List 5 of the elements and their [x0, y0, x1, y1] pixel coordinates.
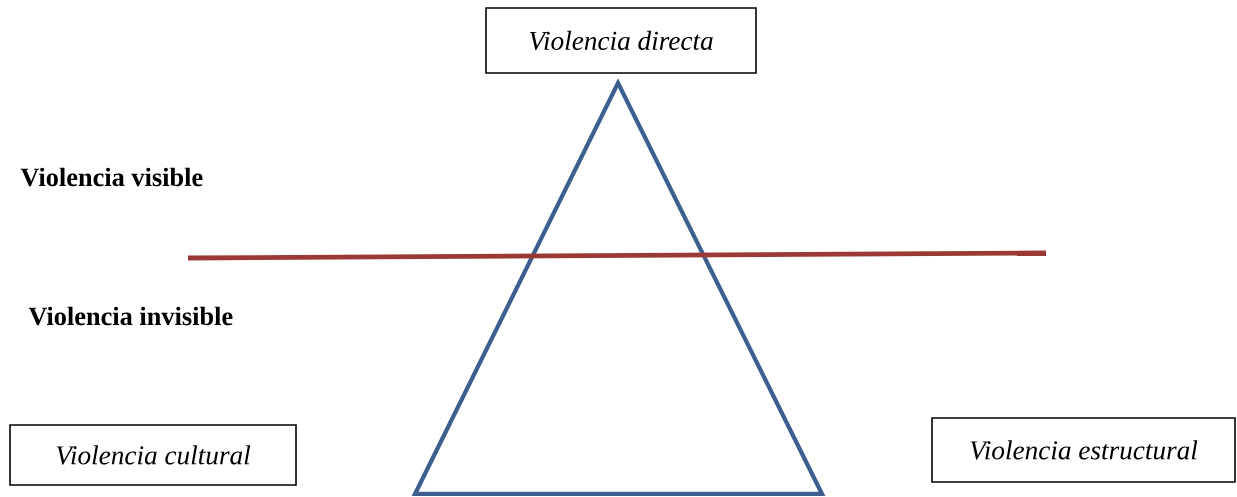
side-label: Violencia visible — [20, 167, 203, 187]
text-box: Violencia cultural — [9, 424, 297, 486]
text-box: Violencia directa — [485, 7, 757, 74]
side-label: Violencia invisible — [28, 306, 233, 326]
text-box: Violencia estructural — [931, 417, 1236, 483]
